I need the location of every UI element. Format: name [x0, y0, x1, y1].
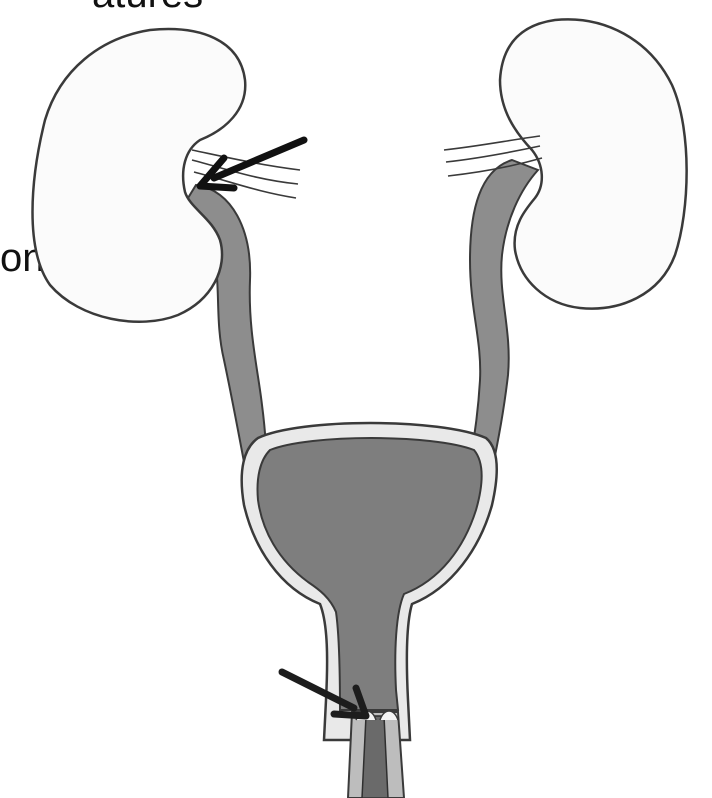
- renal-hilum-arrow: [200, 140, 304, 188]
- right-kidney: [500, 19, 687, 308]
- urethra: [348, 711, 404, 798]
